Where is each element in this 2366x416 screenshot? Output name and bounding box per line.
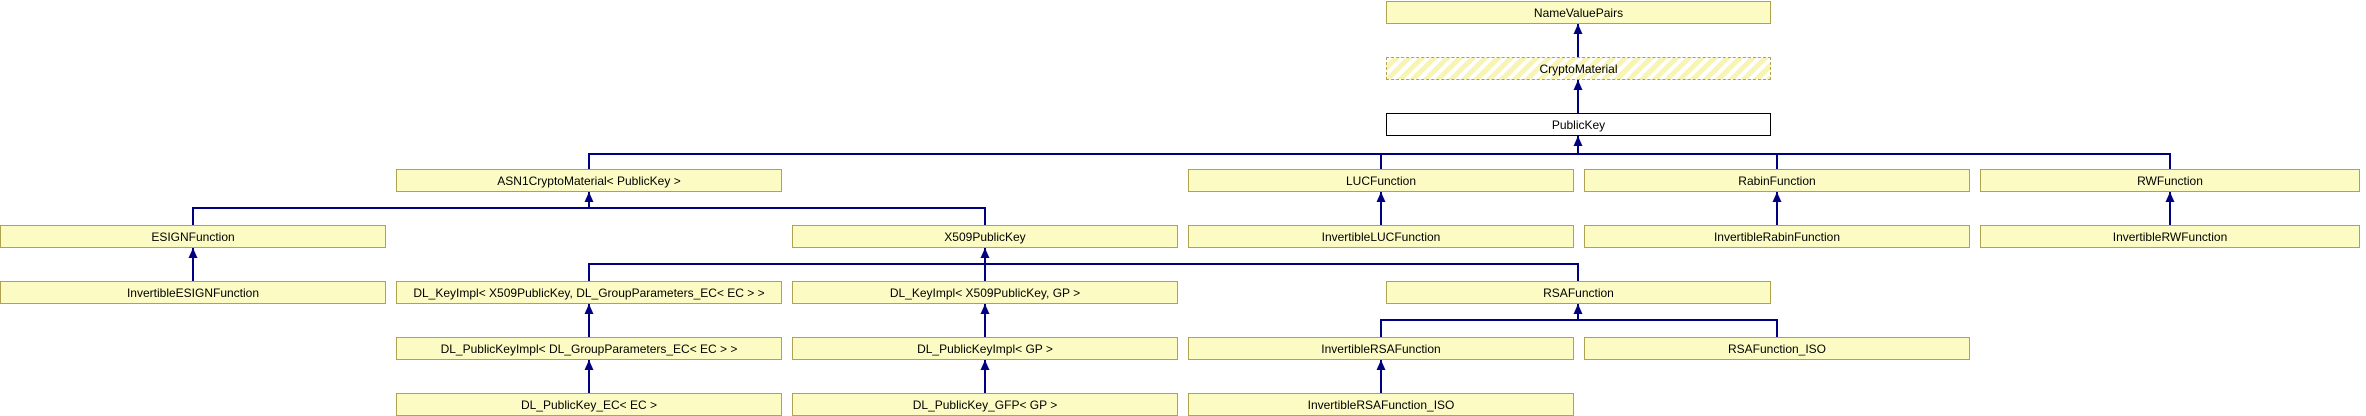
edge-x509-children	[588, 248, 1579, 281]
class-node-asn1cryptomaterial[interactable]: ASN1CryptoMaterial< PublicKey >	[396, 169, 782, 192]
class-node-lucfunction[interactable]: LUCFunction	[1188, 169, 1574, 192]
class-node-rwfunction[interactable]: RWFunction	[1980, 169, 2360, 192]
class-node-dlpublickeyimpl-ec[interactable]: DL_PublicKeyImpl< DL_GroupParameters_EC<…	[396, 337, 782, 360]
class-node-rsafunction-iso[interactable]: RSAFunction_ISO	[1584, 337, 1970, 360]
class-node-rsafunction[interactable]: RSAFunction	[1386, 281, 1771, 304]
class-node-dlpublickey-ec[interactable]: DL_PublicKey_EC< EC >	[396, 393, 782, 416]
class-node-rabinfunction[interactable]: RabinFunction	[1584, 169, 1970, 192]
class-node-invertiblerwfunction[interactable]: InvertibleRWFunction	[1980, 225, 2360, 248]
class-node-dlkeyimpl-x509-ec[interactable]: DL_KeyImpl< X509PublicKey, DL_GroupParam…	[396, 281, 782, 304]
edge-simple-pairs	[192, 192, 2171, 281]
class-node-invertiblerabinfunction[interactable]: InvertibleRabinFunction	[1584, 225, 1970, 248]
class-node-namevaluepairs[interactable]: NameValuePairs	[1386, 1, 1771, 24]
class-node-dlpublickey-gfp[interactable]: DL_PublicKey_GFP< GP >	[792, 393, 1178, 416]
class-node-invertiblersafunction[interactable]: InvertibleRSAFunction	[1188, 337, 1574, 360]
class-node-x509publickey[interactable]: X509PublicKey	[792, 225, 1178, 248]
class-node-dlkeyimpl-x509-gp[interactable]: DL_KeyImpl< X509PublicKey, GP >	[792, 281, 1178, 304]
arrowheads	[188, 24, 2175, 370]
class-node-invertibleesignfunction[interactable]: InvertibleESIGNFunction	[0, 281, 386, 304]
edge-dlkeyimpl-children	[588, 304, 986, 337]
class-node-invertiblelucfunction[interactable]: InvertibleLUCFunction	[1188, 225, 1574, 248]
class-node-invertiblersafunction-iso[interactable]: InvertibleRSAFunction_ISO	[1188, 393, 1574, 416]
class-node-esignfunction[interactable]: ESIGNFunction	[0, 225, 386, 248]
edge-publickey-children	[588, 136, 2171, 169]
class-node-dlpublickeyimpl-gp[interactable]: DL_PublicKeyImpl< GP >	[792, 337, 1178, 360]
class-node-publickey: PublicKey	[1386, 113, 1771, 136]
class-node-cryptomaterial[interactable]: CryptoMaterial	[1386, 57, 1771, 80]
